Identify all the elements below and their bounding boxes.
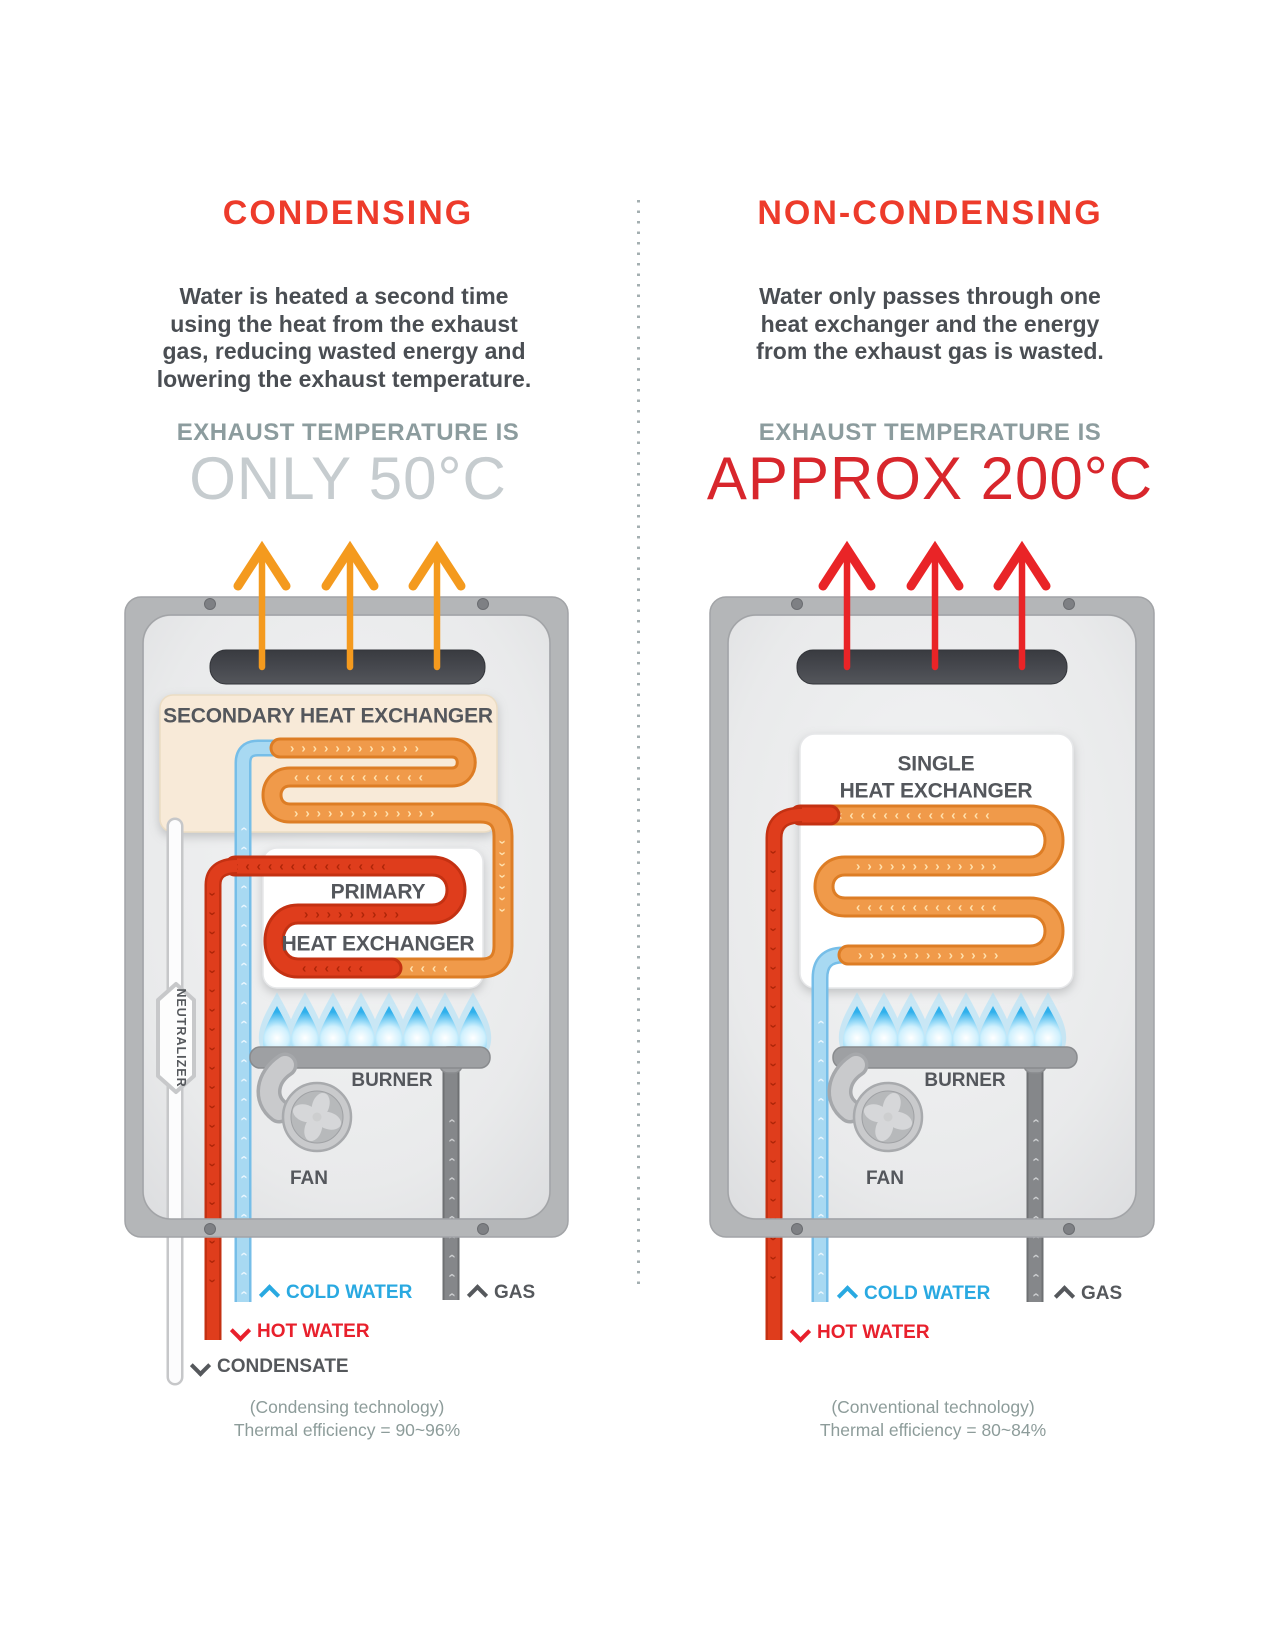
description-line: Water only passes through one xyxy=(759,283,1101,309)
condensate-text: CONDENSATE xyxy=(217,1356,349,1377)
description-line: from the exhaust gas is wasted. xyxy=(756,338,1104,364)
exhaust-arrows-red xyxy=(818,540,1051,671)
hot-water-label-right: HOT WATER xyxy=(789,1320,930,1344)
cold-water-text: COLD WATER xyxy=(864,1283,991,1304)
caption-right: (Conventional technology) Thermal effici… xyxy=(723,1396,1143,1442)
hot-water-pipe: ››››››››››››››››››››› xyxy=(204,857,238,1340)
description-line: gas, reducing wasted energy and xyxy=(162,338,526,364)
cold-water-label-right: COLD WATER xyxy=(836,1283,991,1307)
primary-hx-label-2: HEAT EXCHANGER xyxy=(282,933,475,956)
description-line: Water is heated a second time xyxy=(179,283,509,309)
neutralizer-label: NEUTRALIZER xyxy=(174,988,188,1087)
heater-frame xyxy=(709,596,1155,1238)
burner-label: BURNER xyxy=(924,1070,1006,1091)
flow-chevrons: ››››››››››››› xyxy=(294,806,441,821)
flow-chevrons: ›››››››››››› xyxy=(290,741,426,756)
up-chevron-icon xyxy=(1053,1284,1076,1307)
exhaust-value-left: ONLY 50°C xyxy=(189,445,507,512)
cold-water-label-left: COLD WATER xyxy=(258,1282,413,1306)
condensing-heater-unit: NEUTRALIZER ›››››››››› ›››››››››››››››››… xyxy=(124,540,569,1386)
non-condensing-title: NON-CONDENSING xyxy=(757,194,1103,232)
down-chevron-icon xyxy=(229,1319,252,1342)
gas-pipe: ›››››››››› xyxy=(442,1060,460,1300)
caption-line: Thermal efficiency = 80~84% xyxy=(819,1420,1047,1440)
primary-hx-label-1: PRIMARY xyxy=(331,881,426,904)
hot-flow-chevrons: ››››››››››››››››››››››› xyxy=(767,850,782,1295)
flow-chevrons: ‹‹‹‹‹‹‹‹‹‹‹‹‹ xyxy=(856,900,1003,915)
gas-text: GAS xyxy=(1081,1283,1123,1304)
single-hx-label-1: SINGLE xyxy=(898,753,975,776)
caption-left: (Condensing technology) Thermal efficien… xyxy=(137,1396,557,1442)
description-line: heat exchanger and the energy xyxy=(760,310,1100,337)
hot-water-text: HOT WATER xyxy=(817,1322,930,1343)
flow-chevrons: ‹‹‹‹‹‹ xyxy=(302,961,370,976)
primary-coil: ‹‹‹‹‹‹ ››››››››› ‹‹‹‹‹‹‹‹‹‹‹‹‹‹ xyxy=(224,855,467,979)
gas-pipe: ›››››››››› xyxy=(1026,1060,1044,1302)
flow-chevrons: ‹‹‹‹‹‹‹‹‹‹‹‹ xyxy=(294,770,430,785)
case-screws xyxy=(204,598,489,1235)
gas-flow-chevrons: ›››››››››› xyxy=(444,1104,459,1297)
gas-label-right: GAS xyxy=(1053,1283,1123,1307)
cold-flow-chevrons: ››››››››››››››››››››››››› xyxy=(236,812,251,1295)
description-line: using the heat from the exhaust xyxy=(170,310,518,337)
exhaust-heading-right: EXHAUST TEMPERATURE IS xyxy=(758,419,1102,446)
hot-water-text: HOT WATER xyxy=(257,1321,370,1342)
single-hx-label-2: HEAT EXCHANGER xyxy=(840,780,1033,803)
gas-flow-chevrons: ›››››››››› xyxy=(1028,1104,1043,1297)
neutralizer: NEUTRALIZER xyxy=(156,817,196,1386)
description-line: lowering the exhaust temperature. xyxy=(156,365,532,392)
fan-label: FAN xyxy=(866,1168,904,1189)
down-chevron-icon xyxy=(189,1354,212,1377)
burner-bar xyxy=(832,1046,1078,1074)
cold-flow-chevrons: ››››››››››››››› xyxy=(813,1005,828,1295)
caption-line: (Conventional technology) xyxy=(831,1397,1035,1417)
caption-line: Thermal efficiency = 90~96% xyxy=(233,1420,461,1440)
dotted-divider xyxy=(637,200,640,1292)
cold-water-text: COLD WATER xyxy=(286,1282,413,1303)
burner-label: BURNER xyxy=(351,1070,433,1091)
single-coil: ››››››››››››› ‹‹‹‹‹‹‹‹‹‹‹‹‹ ››››››››››››… xyxy=(813,804,1065,966)
heater-frame xyxy=(124,596,569,1238)
flow-chevrons: ››››››››› xyxy=(304,907,406,922)
gas-text: GAS xyxy=(494,1282,536,1303)
exhaust-value-right: APPROX 200°C xyxy=(706,445,1154,512)
cold-water-pipe: ››››››››››››››››››››››››› xyxy=(234,739,284,1302)
secondary-hx-label: SECONDARY HEAT EXCHANGER xyxy=(163,705,493,728)
up-chevron-icon xyxy=(466,1283,489,1306)
caption-line: (Condensing technology) xyxy=(249,1397,445,1417)
gas-label-left: GAS xyxy=(466,1282,536,1306)
burner-bar xyxy=(249,1046,491,1074)
flow-chevrons: ‹‹‹‹‹ xyxy=(398,961,455,976)
flow-chevrons: ››››››››››››› xyxy=(858,948,1005,963)
flow-chevrons: ››››››› xyxy=(496,840,511,919)
non-condensing-description: Water only passes through one heat excha… xyxy=(670,283,1190,366)
hot-water-pipe: ››››››››››››››››››››››› xyxy=(765,806,803,1340)
condensing-title: CONDENSING xyxy=(222,194,474,232)
up-chevron-icon xyxy=(836,1284,859,1307)
flow-chevrons: ‹‹‹‹‹‹‹‹‹‹‹‹‹‹ xyxy=(838,808,997,823)
non-condensing-heater-unit: ›››››››››› ››››››››››››››› ›››››››››››››… xyxy=(709,540,1155,1340)
up-chevron-icon xyxy=(258,1283,281,1306)
condensate-label: CONDENSATE xyxy=(189,1354,349,1378)
exhaust-heading-left: EXHAUST TEMPERATURE IS xyxy=(176,419,520,446)
exhaust-arrows-orange xyxy=(233,540,466,671)
secondary-coil: ›››››››››››› ‹‹‹‹‹‹‹‹‹‹‹‹ ››››››››››››› … xyxy=(261,737,514,979)
case-screws xyxy=(791,598,1075,1235)
hot-flow-chevrons: ››››››››››››››››››››› xyxy=(206,892,221,1298)
flow-chevrons: ››››››››››››› xyxy=(856,859,1003,874)
flow-chevrons: ‹‹‹‹‹‹‹‹‹‹‹‹‹‹ xyxy=(234,859,393,874)
hot-water-label-left: HOT WATER xyxy=(229,1319,370,1343)
down-chevron-icon xyxy=(789,1320,812,1343)
condensing-description: Water is heated a second time using the … xyxy=(84,283,604,393)
fan-label: FAN xyxy=(290,1168,328,1189)
